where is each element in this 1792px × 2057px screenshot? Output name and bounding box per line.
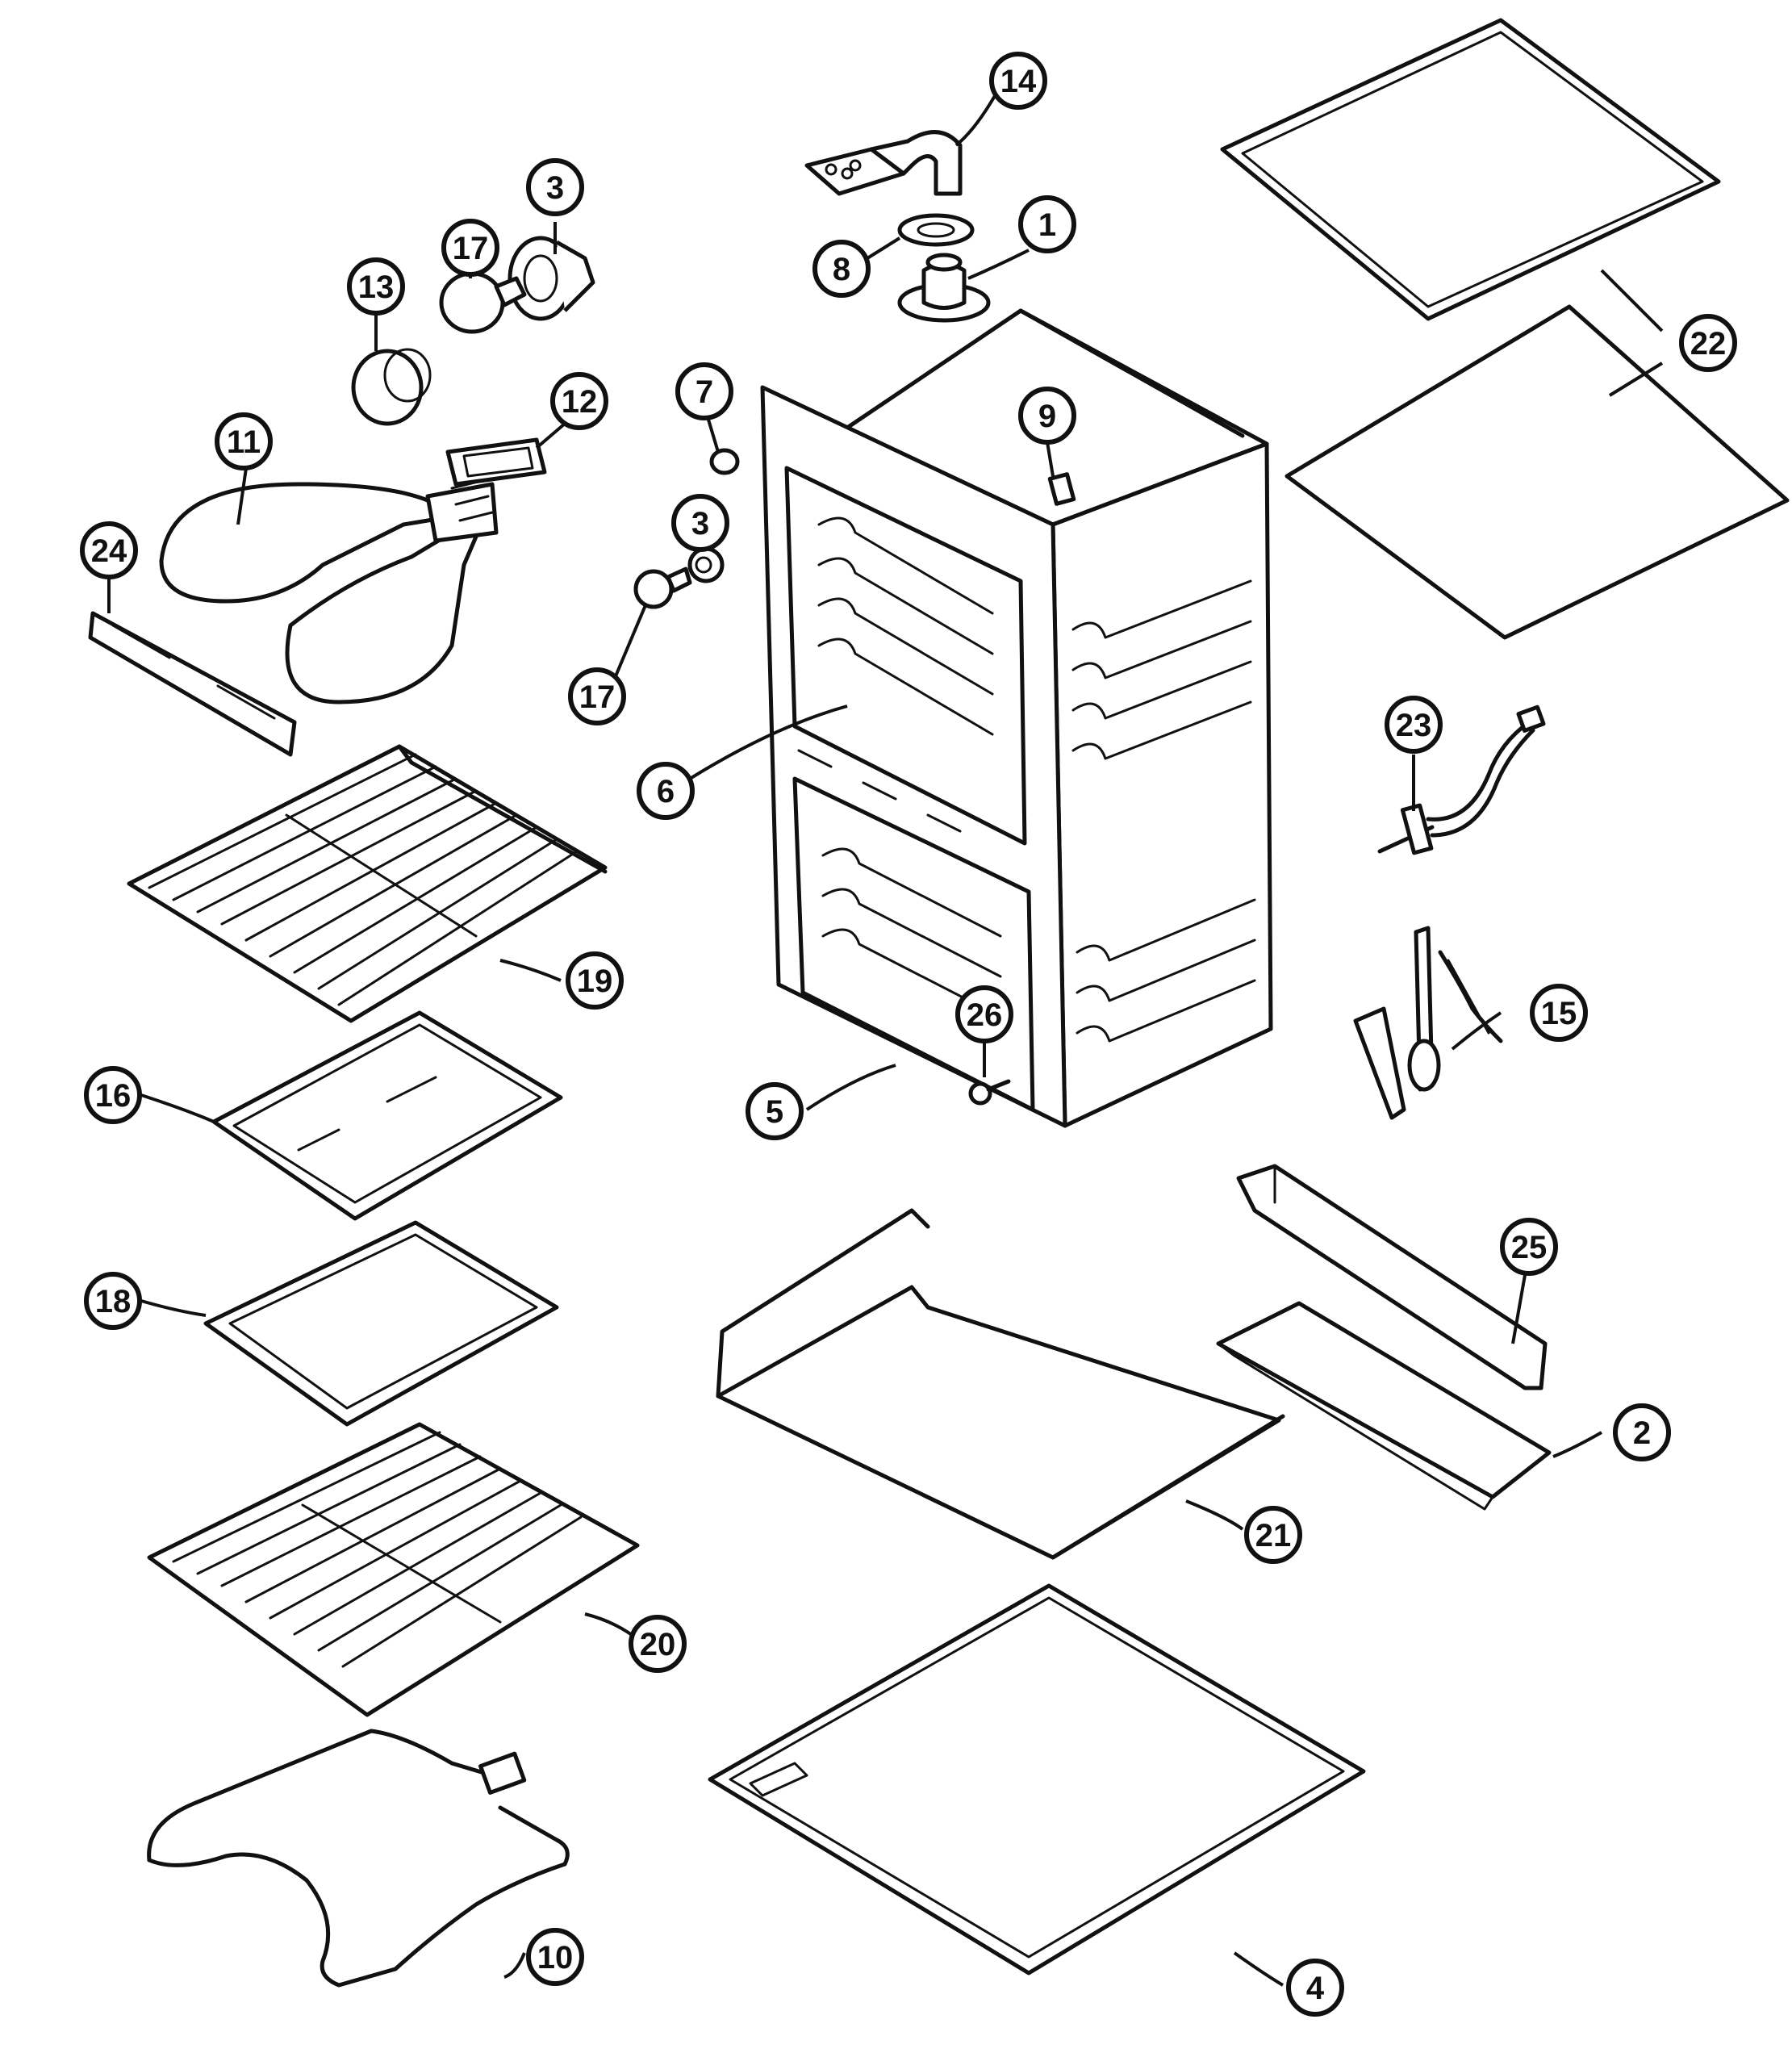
lower-trim-part xyxy=(1216,1301,1552,1511)
callout-9: 9 xyxy=(1018,387,1076,445)
callout-2: 2 xyxy=(1613,1403,1671,1461)
callout-23: 23 xyxy=(1385,696,1443,754)
callout-13: 13 xyxy=(347,257,405,316)
terminal-block-part xyxy=(445,437,547,487)
svg-text:8: 8 xyxy=(833,252,850,287)
svg-text:21: 21 xyxy=(1255,1518,1292,1553)
svg-text:2: 2 xyxy=(1633,1415,1651,1451)
vent-duct-part xyxy=(804,130,963,196)
svg-text:11: 11 xyxy=(227,424,261,460)
door-hinge-part xyxy=(1353,926,1503,1120)
callout-12: 12 xyxy=(550,372,608,430)
oven-sensor-part xyxy=(1377,704,1546,855)
callout-17-lower: 17 xyxy=(568,667,626,725)
broil-element-part xyxy=(159,479,499,704)
svg-text:17: 17 xyxy=(453,231,489,266)
callout-15: 15 xyxy=(1530,984,1588,1042)
svg-text:4: 4 xyxy=(1306,1971,1325,2006)
callout-14: 14 xyxy=(989,52,1047,110)
light-bulb-lower-part xyxy=(633,567,692,609)
svg-text:26: 26 xyxy=(967,997,1003,1033)
callout-18: 18 xyxy=(84,1272,142,1330)
svg-text:13: 13 xyxy=(358,270,395,305)
callout-20: 20 xyxy=(629,1615,687,1673)
svg-text:6: 6 xyxy=(657,774,675,809)
broil-pan-part xyxy=(203,1220,559,1427)
broil-pan-insert-part xyxy=(211,1010,563,1221)
bake-element-part xyxy=(147,1729,570,1988)
top-panel-part xyxy=(1220,18,1790,640)
callout-19: 19 xyxy=(566,951,624,1010)
svg-text:15: 15 xyxy=(1541,996,1577,1031)
svg-text:3: 3 xyxy=(691,506,709,541)
light-bulb-upper-part xyxy=(439,271,527,334)
svg-text:16: 16 xyxy=(95,1078,132,1114)
svg-text:17: 17 xyxy=(579,679,616,715)
callout-7: 7 xyxy=(675,362,733,420)
light-socket-lower-part xyxy=(687,546,725,583)
vent-flange-part xyxy=(897,253,991,323)
callout-24: 24 xyxy=(80,521,138,579)
callout-10: 10 xyxy=(526,1928,584,1986)
oven-rack-upper-part xyxy=(127,744,608,1023)
trim-piece-part xyxy=(1236,1164,1548,1390)
callout-4: 4 xyxy=(1286,1959,1344,2017)
svg-text:10: 10 xyxy=(537,1940,574,1975)
callout-3-lower: 3 xyxy=(671,494,729,552)
svg-text:23: 23 xyxy=(1396,708,1432,743)
gasket-part xyxy=(897,213,975,247)
svg-text:19: 19 xyxy=(577,964,613,999)
callout-22: 22 xyxy=(1679,314,1737,372)
callout-5: 5 xyxy=(746,1082,804,1140)
callout-16: 16 xyxy=(84,1066,142,1124)
svg-text:22: 22 xyxy=(1690,326,1727,362)
callout-3-upper: 3 xyxy=(526,158,584,216)
callout-26: 26 xyxy=(955,985,1013,1043)
mounting-bracket-part xyxy=(88,611,297,757)
callout-1: 1 xyxy=(1018,195,1076,253)
oven-bottom-part xyxy=(716,1208,1285,1560)
svg-text:7: 7 xyxy=(695,374,713,410)
callout-11: 11 xyxy=(215,412,273,470)
svg-text:3: 3 xyxy=(546,170,564,206)
light-socket-upper-part xyxy=(508,236,595,321)
callout-25: 25 xyxy=(1500,1218,1558,1276)
svg-text:24: 24 xyxy=(91,533,127,569)
oven-rack-lower-part xyxy=(147,1422,640,1717)
plug-part xyxy=(709,448,740,475)
svg-text:1: 1 xyxy=(1038,207,1056,243)
leader-lines xyxy=(107,88,1664,1987)
svg-text:9: 9 xyxy=(1038,399,1056,434)
callout-8: 8 xyxy=(812,240,871,298)
light-lens-part xyxy=(351,348,432,426)
callout-21: 21 xyxy=(1244,1506,1302,1564)
svg-text:18: 18 xyxy=(95,1284,132,1319)
svg-text:14: 14 xyxy=(1000,64,1037,99)
svg-text:5: 5 xyxy=(766,1094,783,1130)
callout-6: 6 xyxy=(637,762,695,820)
svg-text:12: 12 xyxy=(562,384,598,420)
oven-cabinet-part xyxy=(760,308,1273,1128)
svg-text:25: 25 xyxy=(1511,1230,1548,1265)
svg-text:20: 20 xyxy=(640,1627,676,1662)
oven-base-part xyxy=(708,1583,1366,1975)
callout-17-upper: 17 xyxy=(441,219,499,277)
